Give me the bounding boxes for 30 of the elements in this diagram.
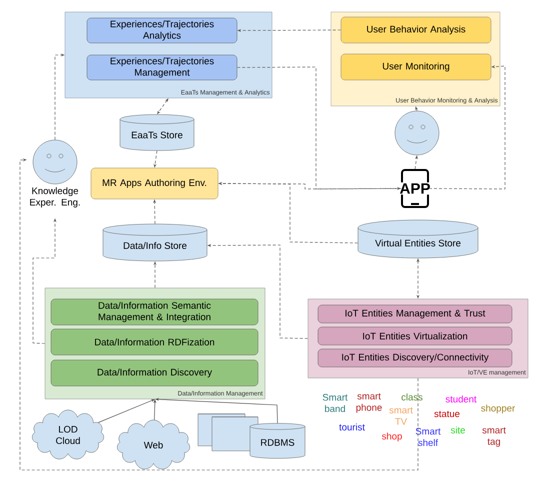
arrow (98, 399, 155, 423)
tag-word: statue (434, 410, 460, 418)
process-box: IoT Entities Discovery/Connectivity (318, 348, 512, 368)
process-box: User Monitoring (340, 54, 492, 80)
tag-word: Smart shelf (416, 428, 441, 446)
tag-word: smart tag (482, 427, 506, 447)
process-box: IoT Entities Virtualization (318, 326, 512, 346)
tag-word: Smart band (322, 394, 348, 412)
process-box: IoT Entities Management & Trust (318, 304, 512, 324)
process-box: Experiences/Trajectories Management (86, 54, 238, 80)
database-cylinder: Data/Info Store (102, 224, 208, 262)
database-cylinder: EaaTs Store (120, 114, 194, 151)
tag-word: shop (382, 432, 402, 442)
database-cylinder: Virtual Entities Store (358, 220, 478, 258)
process-box: Experiences/Trajectories Analytics (86, 18, 238, 44)
tag-word: site (450, 426, 465, 434)
tag-word: tourist (339, 424, 365, 430)
tag-word: smart TV (389, 407, 413, 425)
process-box: Data/Information RDFization (50, 328, 258, 356)
process-box: Data/Information Discovery (50, 360, 258, 386)
tag-word: student (446, 396, 476, 402)
database-cylinder: RDBMS (250, 423, 306, 459)
tag-word: shopper (481, 404, 515, 414)
process-box: Data/Information Semantic Management & Integration (50, 298, 258, 326)
arrow (20, 158, 418, 470)
tag-word: class (402, 394, 422, 400)
person-icon (394, 110, 440, 156)
tag-word: smart phone (356, 393, 382, 413)
process-box: User Behavior Analysis (340, 16, 492, 44)
process-box: MR Apps Authoring Env. (90, 168, 218, 200)
